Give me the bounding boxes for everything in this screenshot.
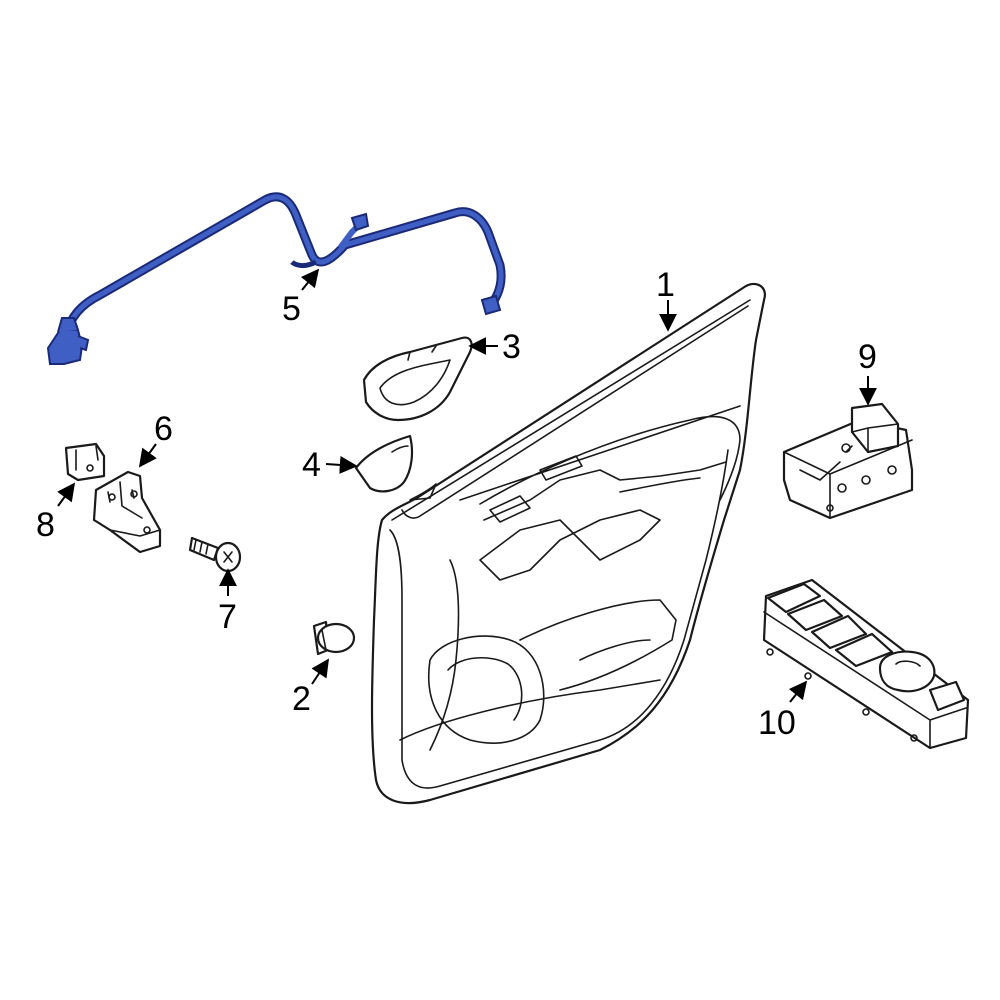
leader-5 [300,268,320,291]
bracket-part[interactable] [92,470,162,554]
leader-10 [788,680,808,703]
single-switch-part[interactable] [782,402,914,520]
callout-2: 2 [292,680,311,718]
wiring-harness-part[interactable] [46,192,506,365]
callout-3: 3 [502,328,521,366]
callout-labels: 1 2 3 4 5 6 7 8 9 10 [36,266,877,742]
master-switch-part[interactable] [762,578,970,750]
door-trim-panel-part[interactable] [370,282,766,805]
clip-part[interactable] [64,442,106,482]
callout-10: 10 [758,704,796,742]
callout-7: 7 [218,598,237,636]
bezel-part[interactable] [354,434,414,493]
push-pin-part[interactable] [312,620,356,656]
callout-4: 4 [302,446,321,484]
screw-part[interactable] [188,536,242,573]
callout-9: 9 [858,338,877,376]
inside-handle-part[interactable] [362,336,473,422]
leader-6 [138,443,157,468]
callout-leaders [57,268,877,703]
callout-1: 1 [656,266,675,304]
callout-5: 5 [282,290,301,328]
callout-6: 6 [154,410,173,448]
leader-2 [311,658,329,685]
callout-8: 8 [36,506,55,544]
leader-4 [325,455,358,474]
leader-8 [57,482,76,507]
